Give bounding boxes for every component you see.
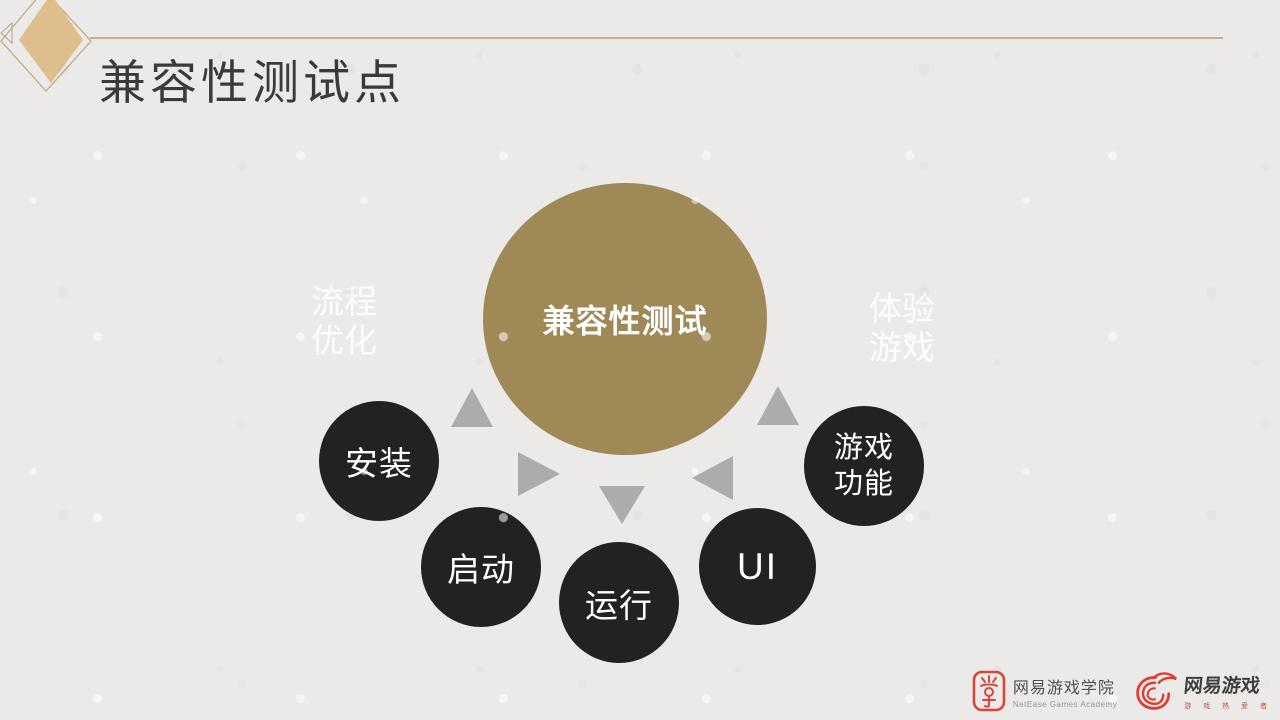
left-note-line2: 优化	[311, 322, 377, 359]
academy-logo-cn: 网易游戏学院	[1012, 679, 1115, 697]
right-note-line1: 体验	[869, 290, 935, 327]
academy-seal-icon	[972, 670, 1006, 712]
footer-logos: 网易游戏学院 NetEase Games Academy 网易游戏 游 戏 热 …	[972, 670, 1272, 712]
diamond-filled-icon	[19, 0, 83, 83]
node-ui: UI	[699, 508, 816, 625]
header-rule-line	[90, 37, 1223, 39]
diamond-outline-icon	[0, 0, 92, 92]
arrow-left-icon	[692, 456, 733, 500]
node-game-features: 游戏 功能	[804, 406, 924, 526]
arrow-down-icon	[599, 486, 645, 524]
hub-label: 兼容性测试	[542, 303, 708, 339]
right-note-line2: 游戏	[869, 329, 935, 366]
academy-logo-en: NetEase Games Academy	[1012, 699, 1118, 709]
left-note-line1: 流程	[311, 283, 377, 320]
netease-flame-icon	[1136, 672, 1178, 710]
netease-games-tagline: 游 戏 热 爱 者	[1184, 703, 1272, 710]
arrow-right-icon	[518, 452, 560, 496]
academy-logo: 网易游戏学院 NetEase Games Academy	[972, 670, 1117, 712]
arrow-up-left-icon	[451, 388, 493, 427]
node-game-features-label: 游戏 功能	[834, 430, 894, 502]
node-ui-label: UI	[737, 545, 778, 587]
node-run: 运行	[559, 542, 679, 663]
academy-logo-text: 网易游戏学院 NetEase Games Academy	[1013, 674, 1117, 709]
node-game-features-line2: 功能	[833, 468, 894, 500]
small-triangle-outline-icon	[0, 21, 13, 45]
node-launch-label: 启动	[447, 551, 515, 588]
node-game-features-line1: 游戏	[833, 432, 894, 464]
netease-games-logo: 网易游戏 游 戏 热 爱 者	[1133, 670, 1272, 712]
hub-circle: 兼容性测试	[483, 183, 767, 455]
arrow-up-right-icon	[757, 386, 799, 425]
netease-games-logo-text: 网易游戏 游 戏 热 爱 者	[1182, 671, 1272, 711]
right-note: 体验 游戏	[869, 289, 935, 367]
node-install: 安装	[319, 401, 439, 521]
diamond-decoration	[0, 0, 92, 92]
page-title: 兼容性测试点	[99, 56, 405, 109]
node-install-label: 安装	[345, 445, 413, 482]
left-note: 流程 优化	[311, 282, 377, 360]
netease-games-cn: 网易游戏	[1182, 676, 1262, 697]
node-run-label: 运行	[585, 586, 653, 624]
node-launch: 启动	[421, 507, 541, 627]
